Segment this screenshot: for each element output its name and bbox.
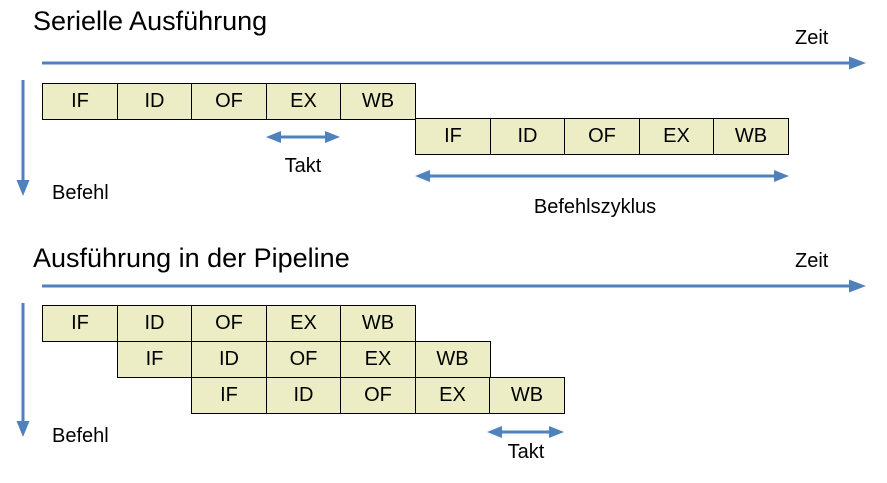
stage-cell: IF: [116, 341, 193, 378]
stage-cell: OF: [191, 83, 267, 120]
stage-cell: WB: [340, 305, 416, 342]
stage-cell: OF: [191, 305, 267, 342]
stage-cell: WB: [340, 83, 416, 120]
pipeline-instruction-3-row: IF ID OF EX WB: [191, 377, 565, 414]
stage-cell: OF: [340, 377, 416, 414]
stage-cell: ID: [265, 377, 342, 414]
stage-cell: IF: [42, 83, 118, 120]
instruction-axis-arrow: [16, 303, 30, 437]
serial-instruction-1-row: IF ID OF EX WB: [42, 83, 416, 120]
stage-cell: WB: [713, 118, 789, 155]
pipeline-time-axis-label: Zeit: [795, 250, 829, 272]
stage-cell: ID: [116, 83, 193, 120]
stage-cell: ID: [489, 118, 566, 155]
stage-cell: IF: [42, 305, 118, 342]
stage-cell: WB: [489, 377, 565, 414]
stage-cell: WB: [414, 341, 491, 378]
instruction-cycle-double-arrow: [415, 170, 789, 182]
pipeline-instruction-1-row: IF ID OF EX WB: [42, 305, 416, 342]
serial-section-title: Serielle Ausführung: [33, 6, 268, 36]
serial-instruction-axis-label: Befehl: [52, 182, 109, 204]
time-axis-arrow: [42, 279, 866, 293]
serial-instruction-2-row: IF ID OF EX WB: [415, 118, 789, 155]
stage-cell: EX: [265, 305, 342, 342]
stage-cell: OF: [564, 118, 640, 155]
pipeline-takt-label: Takt: [507, 441, 545, 463]
stage-cell: OF: [265, 341, 342, 378]
pipeline-instruction-2-row: IF ID OF EX WB: [116, 341, 491, 378]
serial-cycle-label: Befehlszyklus: [533, 196, 657, 218]
pipeline-instruction-axis-label: Befehl: [52, 425, 109, 447]
time-axis-arrow: [42, 56, 866, 70]
stage-cell: EX: [414, 377, 491, 414]
clock-cycle-double-arrow: [487, 426, 564, 438]
serial-takt-label: Takt: [284, 155, 322, 177]
serial-time-axis-label: Zeit: [795, 27, 829, 49]
stage-cell: EX: [638, 118, 715, 155]
stage-cell: IF: [415, 118, 491, 155]
clock-cycle-double-arrow: [266, 131, 340, 143]
stage-cell: ID: [191, 341, 267, 378]
stage-cell: EX: [340, 341, 416, 378]
stage-cell: EX: [265, 83, 342, 120]
stage-cell: ID: [116, 305, 193, 342]
instruction-axis-arrow: [16, 80, 30, 196]
pipeline-section-title: Ausführung in der Pipeline: [33, 243, 350, 273]
stage-cell: IF: [191, 377, 267, 414]
